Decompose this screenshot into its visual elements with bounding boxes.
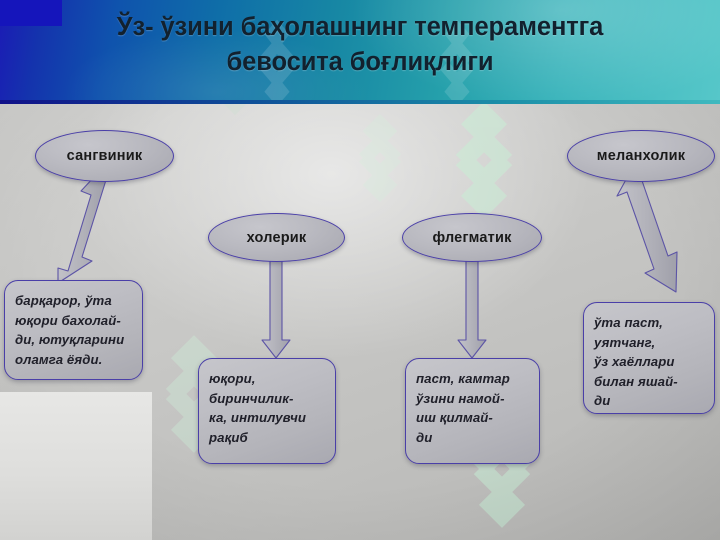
description-line: паст, камтар: [416, 371, 510, 386]
description-line: ди, ютуқларини: [15, 332, 125, 347]
node-kholerik[interactable]: холерик: [208, 213, 345, 262]
description-line: юқори бахолай-: [15, 312, 121, 328]
description-line: юқори,: [209, 371, 256, 386]
description-line: барқарор, ўта: [15, 293, 112, 308]
slide-title-line-1: Ўз- ўзини баҳолашнинг темпераментга: [116, 13, 604, 41]
description-line: ўзини намой-: [416, 390, 505, 406]
description-line: билан яшай-: [594, 373, 678, 389]
node-sangvinik[interactable]: сангвиник: [35, 130, 174, 182]
banner-gloss: [0, 0, 720, 100]
description-box-melankholik[interactable]: ўта паст, уятчанг, ўз хаёллари билан яша…: [583, 302, 715, 414]
description-line: ка, интилувчи: [209, 410, 307, 425]
node-flegmatik[interactable]: флегматик: [402, 213, 542, 262]
node-flegmatik-label: флегматик: [432, 229, 512, 246]
description-line: оламга ёяди.: [15, 351, 103, 367]
slide-title: Ўз- ўзини баҳолашнинг темпераментга бево…: [0, 10, 720, 80]
node-melankholik-label: меланхолик: [596, 148, 686, 164]
banner-ornament-icon: [250, 18, 304, 100]
node-kholerik-label: холерик: [246, 229, 307, 246]
description-line: иш қилмай-: [416, 410, 493, 425]
description-line: биринчилик-: [209, 390, 294, 406]
description-box-flegmatik[interactable]: паст, камтар ўзини намой- иш қилмай- ди: [405, 358, 540, 464]
banner-corner-block: [0, 0, 62, 26]
description-line: ди: [594, 393, 611, 408]
description-box-kholerik[interactable]: юқори, биринчилик- ка, интилувчи рақиб: [198, 358, 336, 464]
banner-ornament-icon: [430, 18, 484, 100]
title-banner: Ўз- ўзини баҳолашнинг темпераментга бево…: [0, 0, 720, 100]
node-melankholik[interactable]: меланхолик: [567, 130, 715, 182]
school-children-photo: [0, 392, 152, 540]
node-sangvinik-label: сангвиник: [66, 148, 143, 164]
description-line: рақиб: [209, 429, 248, 445]
description-line: ўз хаёллари: [594, 354, 675, 369]
description-line: ўта паст,: [594, 315, 663, 330]
description-box-sangvinik[interactable]: барқарор, ўта юқори бахолай- ди, ютуқлар…: [4, 280, 143, 380]
banner-bottom-rule: [0, 100, 720, 104]
description-line: уятчанг,: [594, 334, 656, 350]
slide-title-line-2: бевосита боғлиқлиги: [226, 48, 494, 76]
description-line: ди: [416, 429, 433, 445]
